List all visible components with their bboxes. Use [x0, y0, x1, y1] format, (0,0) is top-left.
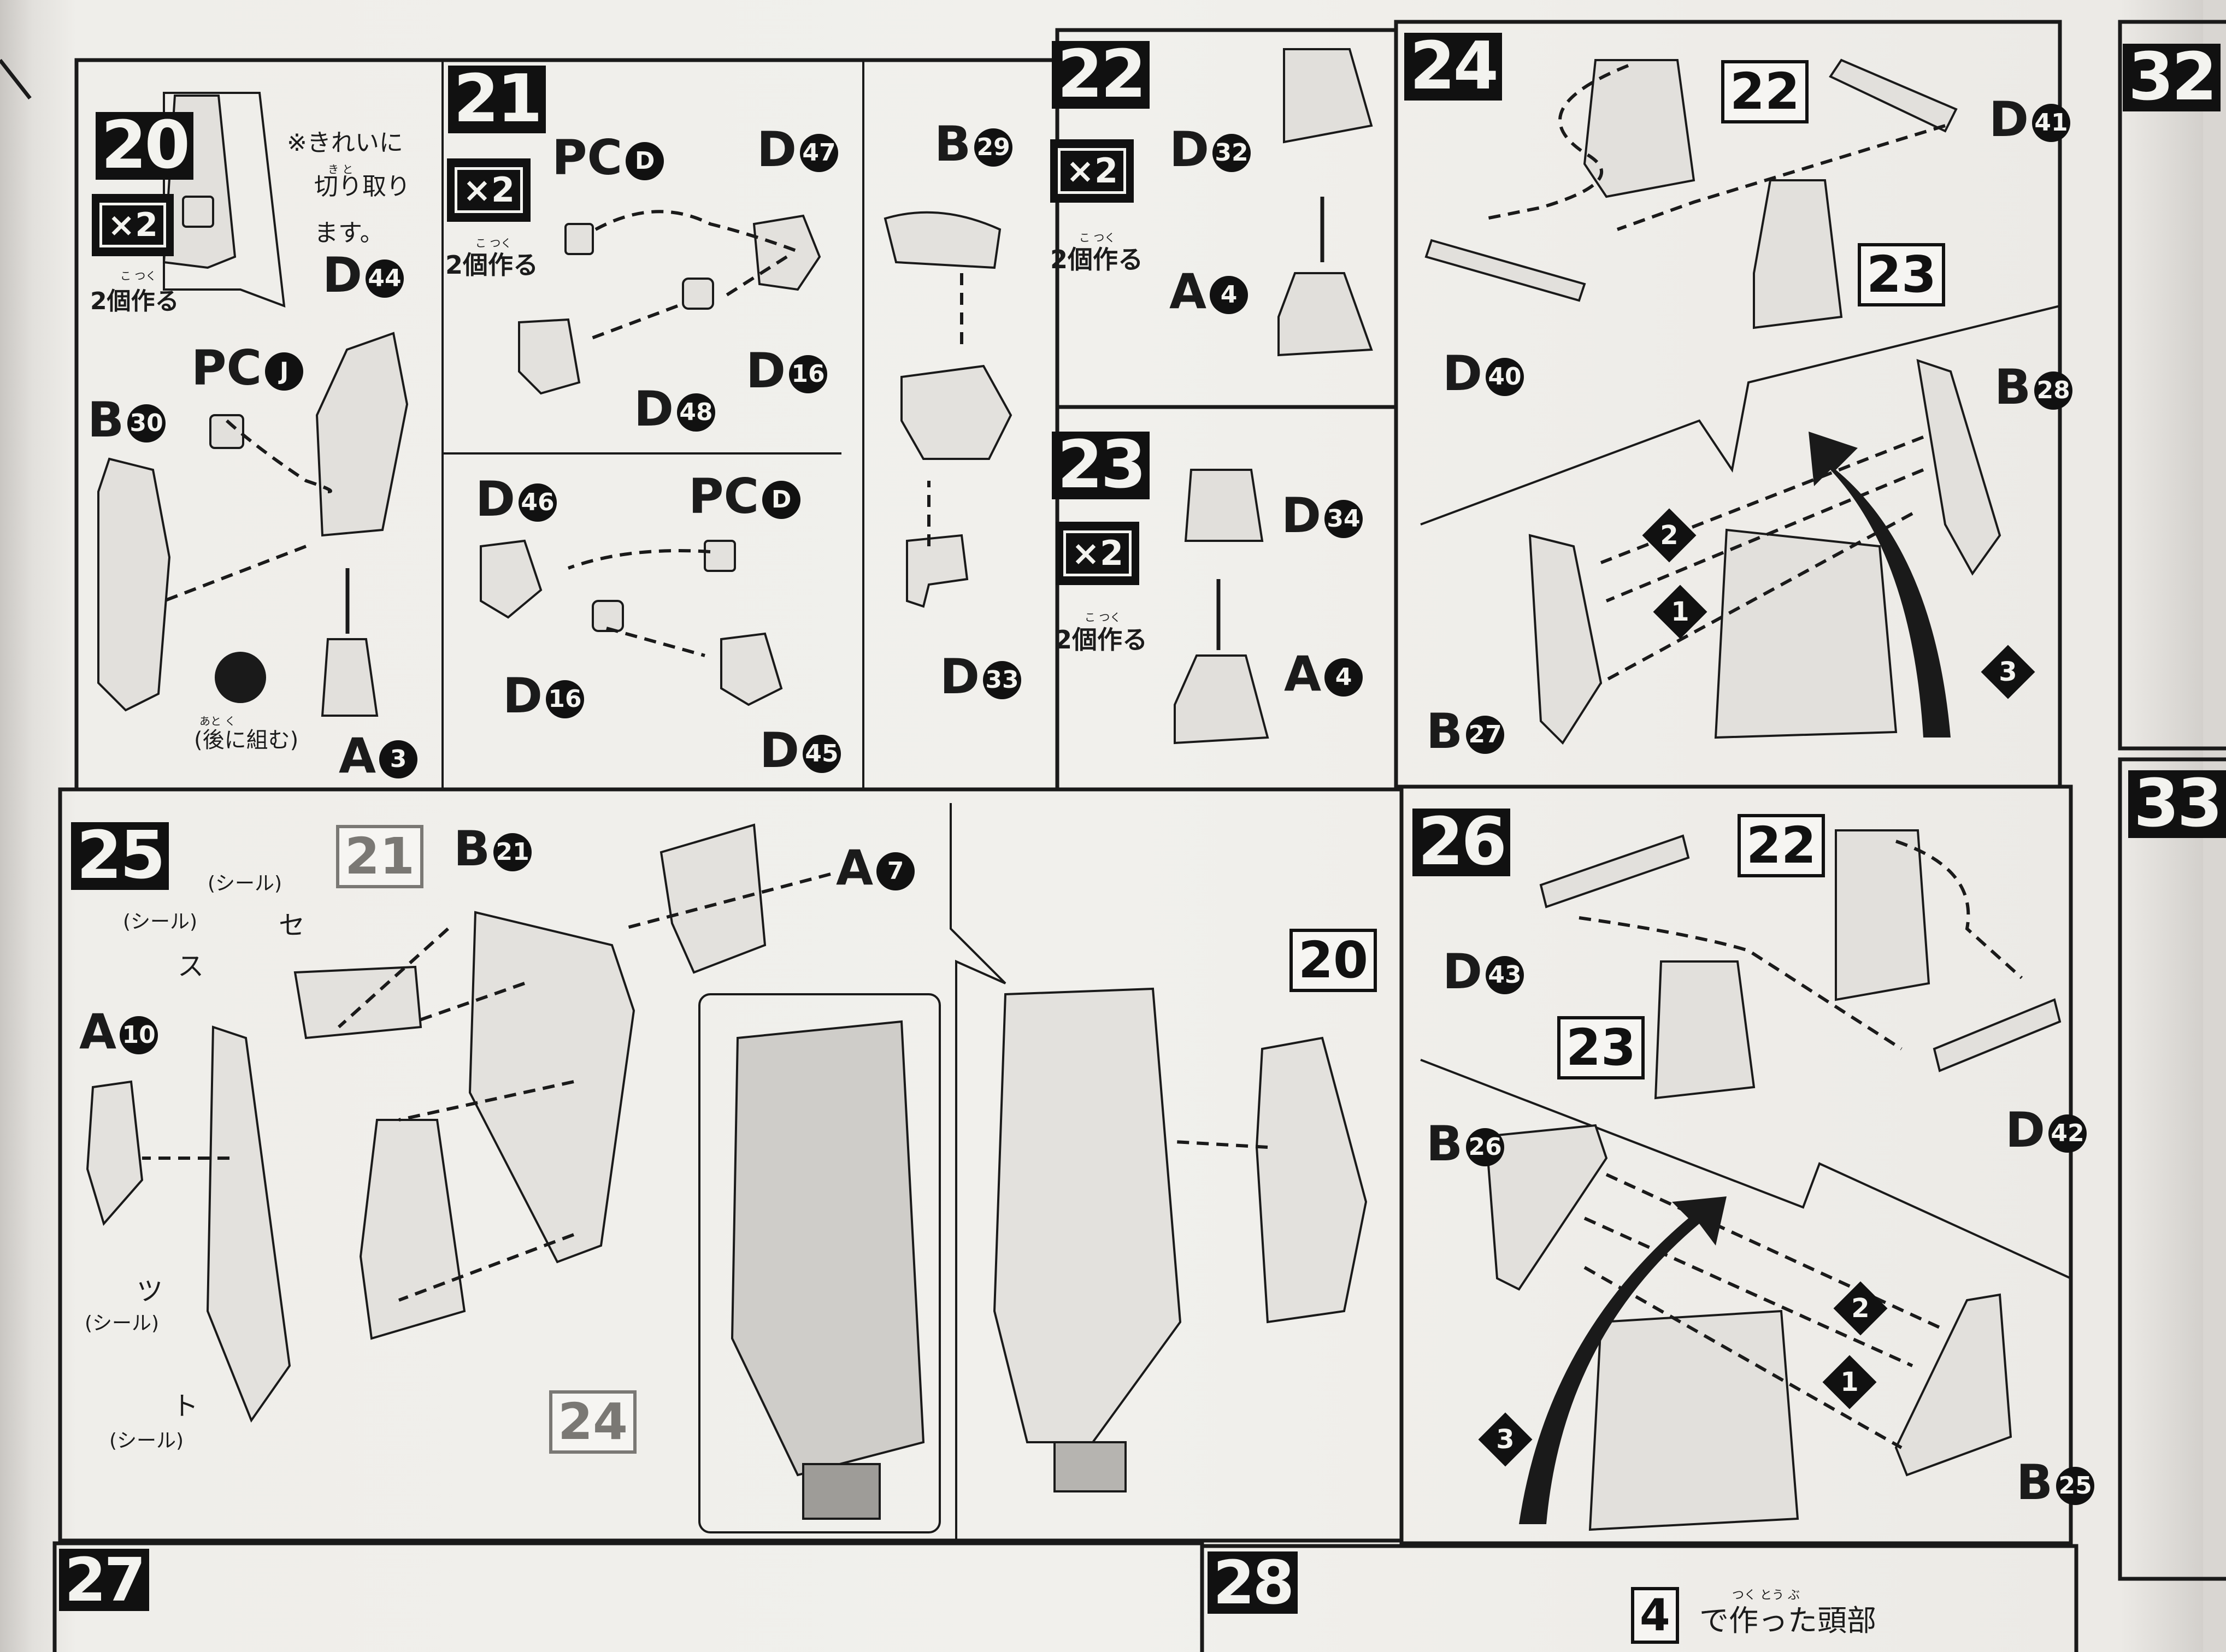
step-28-number: 28: [1208, 1551, 1298, 1614]
ref-step-23-in-24: 23: [1858, 243, 1946, 306]
step-20-make-count: 2個作る: [90, 287, 179, 315]
step-26-number: 26: [1412, 809, 1510, 876]
seal-su: ス: [178, 951, 204, 982]
seal-tsu: ツ: [137, 1276, 163, 1307]
ref-step-24-in-25: 24: [549, 1390, 637, 1454]
seal-label-su: (シール): [123, 911, 198, 933]
step-22-make-ruby: こ つく: [1079, 231, 1116, 244]
step-20-note-line1: ※きれいに: [287, 129, 403, 157]
ref-step-23-in-26: 23: [1557, 1016, 1645, 1079]
step-33-number: 33: [2128, 770, 2226, 838]
seal-label-to: (シール): [109, 1430, 184, 1452]
order-3-step26: 3: [1478, 1412, 1533, 1467]
step-20-note-line3: ます。: [314, 219, 384, 247]
step-25-number: 25: [71, 822, 169, 890]
later-assembly-note: (後に組む): [194, 728, 299, 753]
seal-label-se: (シール): [208, 872, 282, 895]
step-24-number: 24: [1404, 33, 1502, 101]
step-28-caption: で作った頭部: [1699, 1603, 1876, 1638]
step-22-number: 22: [1052, 41, 1150, 109]
step-32-number: 32: [2123, 44, 2221, 111]
step-20-note-ruby: き と: [328, 163, 354, 176]
step-22-make-count: 2個作る: [1050, 245, 1144, 274]
ref-step-20-in-25: 20: [1289, 929, 1377, 992]
seal-se: セ: [279, 910, 305, 941]
order-2-step24: 2: [1642, 508, 1697, 563]
step-23-number: 23: [1052, 432, 1150, 499]
step-20-number: 20: [96, 112, 193, 180]
order-1-step24: 1: [1653, 585, 1707, 639]
later-ruby: あと く: [199, 715, 236, 728]
step-20-make-ruby: こ つく: [120, 269, 157, 282]
ref-step-22-in-24: 22: [1721, 60, 1809, 123]
ref-step-4-in-28: 4: [1631, 1587, 1679, 1644]
step-22-multiplier: ×2: [1050, 139, 1134, 203]
step-21-make-count: 2個作る: [445, 250, 539, 280]
step-21-multiplier: ×2: [447, 158, 531, 222]
step-20-multiplier: ×2: [92, 194, 174, 256]
step-28-caption-ruby: つく とう ぶ: [1732, 1589, 1800, 1602]
step-20-note-line2: 切り取り: [314, 173, 410, 200]
step-23-make-count: 2個作る: [1055, 625, 1148, 654]
seal-to: ト: [172, 1391, 199, 1421]
step-23-multiplier: ×2: [1056, 522, 1140, 585]
order-1-step26: 1: [1822, 1355, 1877, 1409]
order-2-step26: 2: [1833, 1281, 1888, 1336]
ref-step-22-in-26: 22: [1738, 814, 1825, 877]
seal-label-tsu: (シール): [85, 1312, 160, 1335]
step-21-number: 21: [448, 66, 546, 133]
step-27-number: 27: [59, 1549, 150, 1611]
step-21-make-ruby: こ つく: [475, 237, 512, 250]
ref-step-21-in-25: 21: [336, 825, 424, 888]
step-23-make-ruby: こ つく: [1085, 611, 1121, 624]
order-3-step24: 3: [1981, 645, 2035, 699]
